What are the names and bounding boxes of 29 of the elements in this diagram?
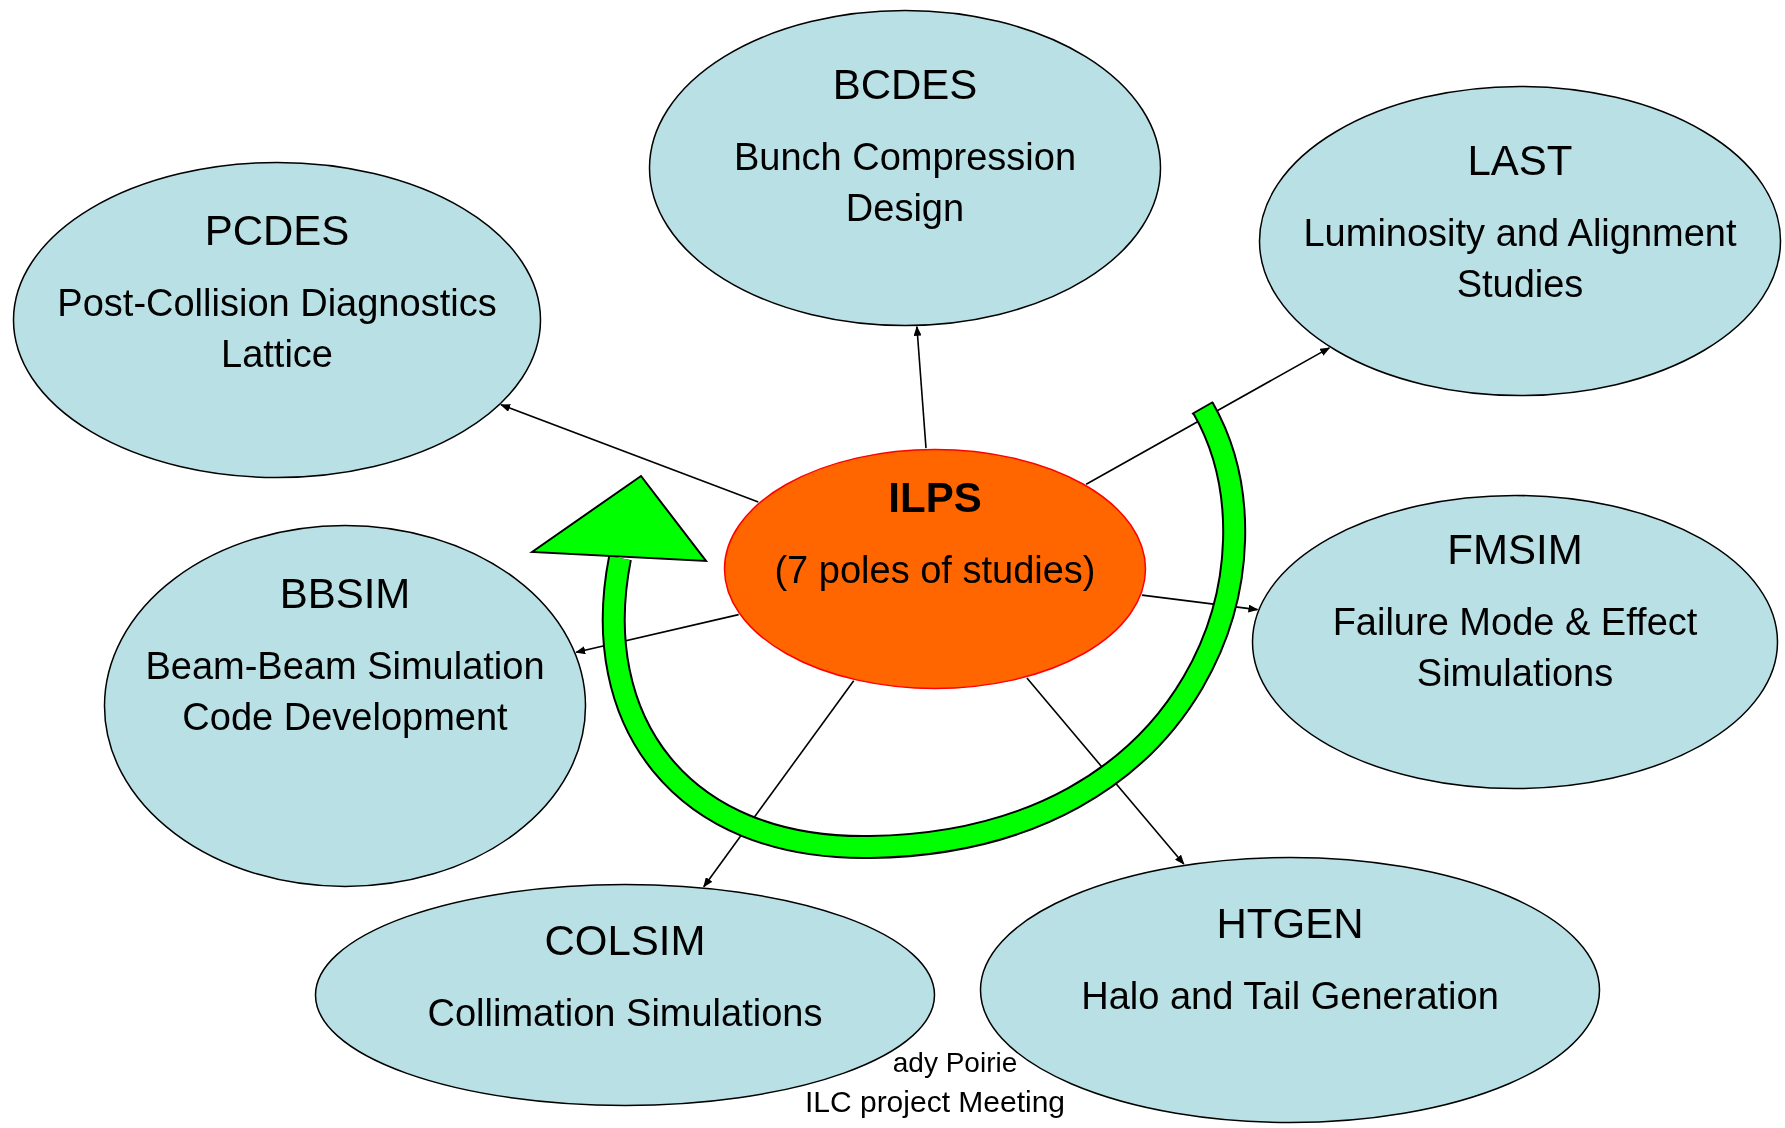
node-title: HTGEN: [1216, 899, 1364, 949]
arrow: [1085, 347, 1331, 485]
arrow: [500, 404, 760, 503]
node-description: Luminosity and Alignment Studies: [1302, 210, 1738, 307]
node-title: FMSIM: [1447, 525, 1583, 575]
arrow: [703, 679, 855, 888]
topic-ellipse: [1258, 85, 1782, 397]
topic-ellipse: [103, 524, 587, 888]
node-description: (7 poles of studies): [774, 547, 1096, 593]
node-title: ILPS: [888, 473, 982, 523]
footer-text: ady Poirie: [892, 1047, 1018, 1080]
footer-text: ILC project Meeting: [804, 1085, 1066, 1119]
arrow: [913, 325, 927, 449]
topic-ellipse: [648, 9, 1162, 327]
node-title: LAST: [1467, 136, 1573, 186]
arrow: [1026, 677, 1185, 865]
node-title: BCDES: [832, 60, 978, 110]
node-description: Bunch Compression Design: [732, 134, 1078, 231]
central-ellipse: [723, 448, 1147, 690]
topic-ellipse: [1251, 494, 1779, 790]
node-title: PCDES: [204, 206, 350, 256]
topic-ellipse: [12, 161, 542, 479]
node-description: Collimation Simulations: [427, 990, 823, 1036]
node-description: Halo and Tail Generation: [1081, 973, 1499, 1019]
node-description: Post-Collision Diagnostics Lattice: [56, 280, 498, 377]
node-title: COLSIM: [544, 916, 706, 966]
node-description: Failure Mode & Effect Simulations: [1331, 599, 1699, 696]
node-description: Beam-Beam Simulation Code Development: [144, 643, 546, 740]
node-title: BBSIM: [279, 569, 411, 619]
